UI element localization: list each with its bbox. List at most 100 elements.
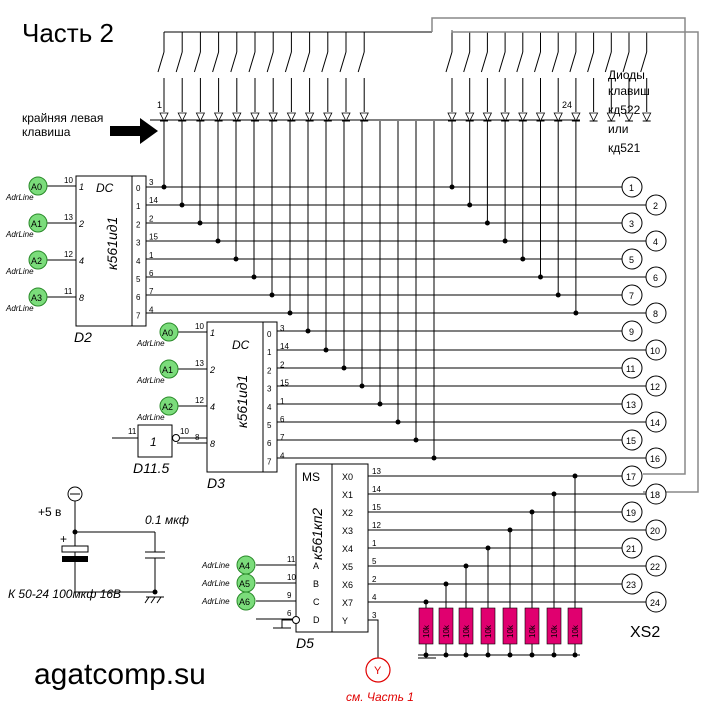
bus-name: A3 — [31, 293, 42, 303]
connector-pin-9 — [621, 320, 643, 342]
junction-dot — [395, 419, 401, 425]
pin-number: 15 — [149, 233, 158, 242]
connector-pin-14 — [645, 411, 667, 433]
arrow-icon — [110, 118, 158, 144]
pin-number: 10 — [195, 322, 204, 331]
junction-dot — [507, 527, 513, 533]
key-switch-17 — [516, 51, 524, 73]
junction-dot — [520, 256, 526, 262]
junction-dot — [467, 202, 473, 208]
pin-index: 4 — [267, 403, 272, 412]
junction-dot — [551, 652, 557, 658]
connector-pin-label: 16 — [650, 454, 660, 464]
diode-13 — [447, 112, 457, 122]
svg-text:DC: DC — [232, 338, 250, 352]
svg-text:MS: MS — [302, 470, 320, 484]
chip-d5-name: к561кп2 — [309, 508, 325, 560]
junction-dot — [269, 292, 275, 298]
pin-label: Y — [342, 616, 348, 626]
adrline-label: AdrLine — [136, 339, 165, 348]
bus-name: A0 — [31, 182, 42, 192]
pin-index: 3 — [267, 385, 272, 394]
junction-dot — [485, 652, 491, 658]
key-switch-23 — [622, 51, 630, 73]
diode-6 — [250, 112, 260, 122]
connector-pin-22 — [645, 555, 667, 577]
key-switch-21 — [587, 51, 595, 73]
pin-number: 2 — [372, 575, 377, 584]
junction-dot — [463, 563, 469, 569]
connector-pin-6 — [645, 266, 667, 288]
pin-label: X5 — [342, 562, 353, 572]
key-switch-4 — [212, 51, 220, 73]
svg-text:+: + — [60, 532, 67, 546]
connector-pin-2 — [645, 194, 667, 216]
pin-number: 14 — [280, 342, 289, 351]
chip-d3-pins: 101A0AdrLine132A1AdrLine124A2AdrLine8830… — [136, 322, 289, 466]
svg-text:Y: Y — [374, 665, 382, 677]
diode-18 — [535, 112, 546, 122]
key-last-label: 24 — [562, 100, 572, 110]
connector-pin-label: 11 — [626, 364, 635, 374]
junction-dot — [359, 383, 365, 389]
connector-pin-label: 7 — [629, 291, 634, 301]
pin-number: 3 — [372, 611, 377, 620]
pin-number: 4 — [372, 593, 377, 602]
chip-d2-designator: D2 — [74, 329, 92, 345]
key-switch-13 — [445, 51, 453, 73]
chip-d5-pins: 11AA4AdrLine10BA5AdrLine9CA6AdrLine6D13X… — [201, 467, 622, 629]
page-title: Часть 2 — [22, 18, 114, 48]
pin-number: 11 — [64, 287, 73, 296]
resistor-label: 10k — [571, 624, 580, 638]
pin-index: 3 — [136, 239, 141, 248]
key-switch-10 — [321, 51, 329, 73]
junction-dot — [305, 328, 311, 334]
pin-number: 14 — [149, 196, 158, 205]
adrline-label: AdrLine — [201, 561, 230, 570]
pin-number: 12 — [195, 396, 204, 405]
connector-pin-20 — [645, 519, 667, 541]
pin-index: 6 — [136, 293, 141, 302]
diode-7 — [268, 112, 278, 122]
connector-pin-label: 21 — [626, 544, 636, 554]
website-label: agatcomp.su — [34, 658, 206, 691]
connector-pin-label: 3 — [629, 219, 634, 229]
leftmost-key-label-2: клавиша — [22, 125, 71, 139]
key-switch-array — [157, 31, 648, 112]
pin-label: X2 — [342, 508, 353, 518]
pin-index: 7 — [267, 457, 272, 466]
pin-number: 2 — [280, 360, 285, 369]
junction-dot — [443, 652, 449, 658]
chip-d11: 1 11 10 D11.5 — [112, 424, 207, 476]
connector-pin-label: 24 — [650, 598, 660, 608]
diodes-label: Диоды клавиш кд522 или кд521 — [608, 68, 650, 155]
pin-label: B — [313, 579, 319, 589]
junction-dot — [502, 238, 508, 244]
key-switch-20 — [569, 51, 577, 73]
bus-name: A2 — [31, 256, 42, 266]
bus-name: A4 — [239, 561, 250, 571]
diode-14 — [465, 112, 475, 122]
diode-15 — [482, 112, 493, 122]
diode-21 — [588, 112, 599, 122]
junction-dot — [323, 347, 329, 353]
connector-pin-label: 23 — [626, 580, 636, 590]
junction-dot — [287, 310, 293, 316]
pin-index: 2 — [267, 366, 272, 375]
pin-label: X7 — [342, 598, 353, 608]
pin-index: 1 — [136, 202, 141, 211]
cap-big-label: К 50-24 100мкф 16В — [8, 587, 121, 601]
connector-pin-19 — [621, 501, 643, 523]
connector-pin-16 — [645, 447, 667, 469]
pin-number: 1 — [280, 397, 285, 406]
diode-10 — [323, 112, 333, 122]
chip-d2: DC к561ид1 D2 — [74, 175, 147, 345]
junction-dot — [555, 292, 561, 298]
connector-pin-label: 14 — [650, 418, 660, 428]
pin-number: 15 — [372, 503, 381, 512]
adrline-label: AdrLine — [5, 267, 34, 276]
chip-d2-pins: 101A0AdrLine132A1AdrLine124A2AdrLine118A… — [5, 176, 158, 320]
diode-1 — [159, 112, 169, 122]
pin-number: 15 — [280, 379, 289, 388]
junction-dot — [423, 599, 429, 605]
